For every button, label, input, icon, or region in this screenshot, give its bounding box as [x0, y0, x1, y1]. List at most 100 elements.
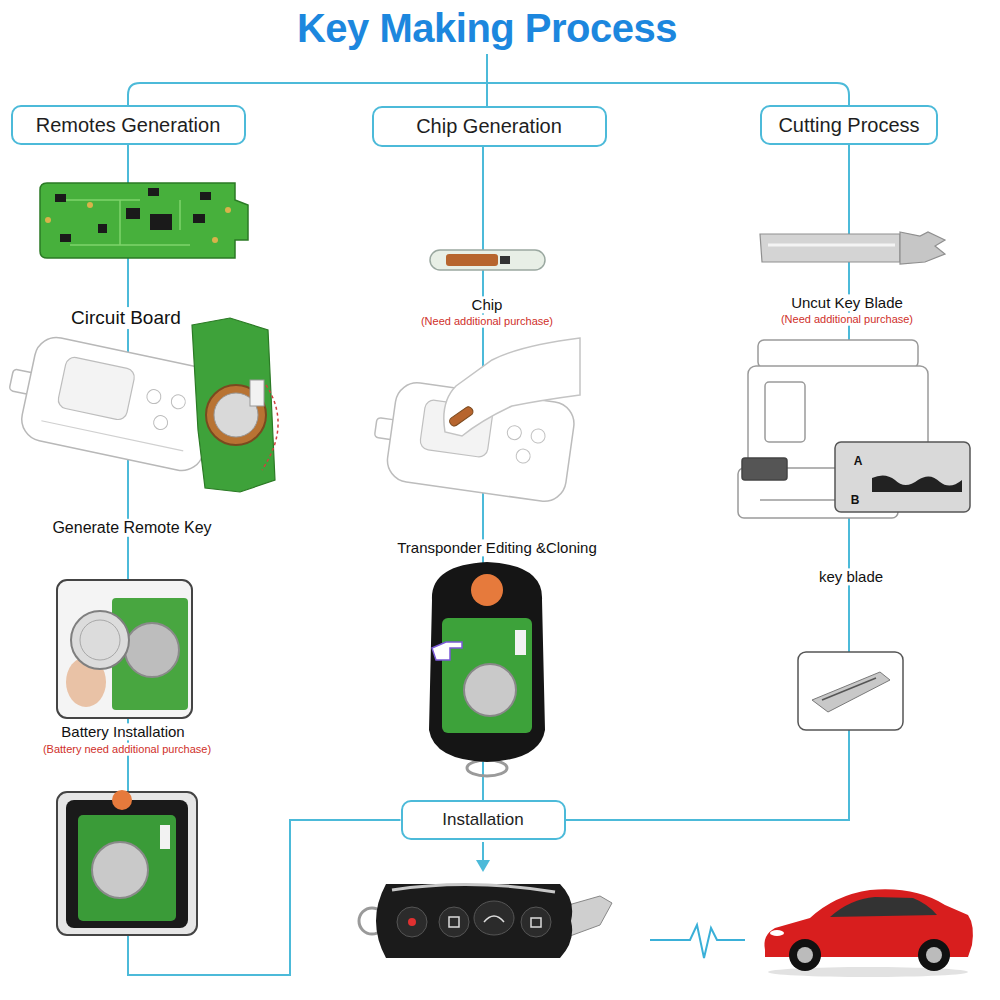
transponder-chip: [446, 254, 498, 266]
note-text: (Need additional purchase): [418, 315, 556, 328]
key-cutting-machine: [765, 382, 805, 442]
remote-pcb: [250, 380, 264, 406]
node-label: Cutting Process: [778, 114, 919, 137]
key-board-photo: [160, 825, 170, 849]
key-board-photo: [57, 790, 197, 935]
circuit-board: [193, 214, 205, 223]
cut-key-blade: [812, 672, 890, 712]
circuit-board: [212, 237, 218, 243]
pointer-hand-icon: [432, 642, 462, 660]
key-board-photo: [92, 842, 148, 898]
hand: [444, 338, 580, 436]
cut-key-blade: [798, 652, 903, 730]
remote-key-open: [467, 760, 507, 776]
key-programmer-device: [515, 448, 531, 464]
circuit-board: [40, 183, 248, 258]
profile-marker: B: [848, 494, 863, 508]
finished-flip-key: [474, 901, 514, 935]
uncut-key-blade: [900, 232, 945, 264]
category-box: Cutting Process: [760, 105, 938, 145]
key-programmer-device: [506, 425, 522, 441]
pointer-hand-icon: [432, 642, 462, 660]
key-programmer-device: [152, 414, 169, 431]
red-car: [830, 897, 937, 917]
key-programmer-device: [170, 394, 187, 411]
key-programmer-device: [146, 388, 163, 405]
tree-line: [128, 54, 849, 106]
cut-key-blade: [822, 678, 876, 700]
uncut-key-blade: [760, 232, 945, 264]
key-board-photo: [57, 792, 197, 935]
circuit-board: [60, 200, 190, 245]
part-label: Uncut Key Blade: [788, 294, 906, 311]
key-profile-screen: [835, 442, 970, 512]
node-label: Installation: [442, 810, 523, 830]
circuit-board: [126, 208, 140, 219]
note-text: (Battery need additional purchase): [40, 743, 214, 756]
remote-key-open: [464, 664, 516, 716]
category-box: Chip Generation: [372, 106, 607, 147]
profile-marker: A: [851, 455, 866, 469]
key-cutting-machine: [758, 340, 918, 368]
installation-arrow: [482, 842, 484, 862]
transponder-chip: [500, 256, 510, 264]
finished-flip-key: [392, 884, 555, 892]
finished-flip-key: [521, 907, 551, 937]
remote-key-open: [429, 562, 545, 762]
finished-flip-key: [449, 917, 459, 927]
finished-flip-key: [397, 907, 427, 937]
finished-flip-key: [376, 884, 572, 958]
circuit-board: [45, 217, 51, 223]
note-text: (Need additional purchase): [778, 313, 916, 326]
circuit-board: [55, 194, 66, 202]
node-label: Chip Generation: [416, 115, 562, 138]
red-car: [918, 939, 950, 971]
key-programmer-device: [530, 428, 546, 444]
remote-key-open: [515, 630, 526, 655]
part-label: Circuit Board: [68, 307, 184, 329]
battery-photo: [71, 611, 129, 669]
key-programmer-device: [57, 356, 136, 421]
key-programmer-device: [41, 421, 183, 451]
circuit-board: [87, 202, 93, 208]
red-car: [764, 889, 972, 977]
circuit-board: [225, 207, 231, 213]
remote-key-open: [429, 562, 545, 776]
circuit-board: [200, 192, 211, 200]
red-car: [797, 947, 813, 963]
red-car: [926, 947, 942, 963]
finished-flip-key: [531, 918, 541, 927]
transponder-chip: [430, 250, 545, 270]
part-label: Chip: [469, 296, 506, 313]
part-label: key blade: [816, 568, 886, 585]
uncut-key-blade: [768, 244, 895, 247]
finished-flip-key: [484, 916, 504, 922]
battery-photo: [80, 620, 120, 660]
step-label: Transponder Editing &Cloning: [394, 539, 600, 556]
finished-flip-key: [359, 884, 612, 958]
circuit-board: [148, 188, 159, 196]
key-board-photo: [112, 790, 132, 810]
battery-photo: [57, 580, 192, 718]
step-label: Generate Remote Key: [49, 519, 214, 537]
battery-photo: [57, 580, 192, 718]
red-car: [770, 930, 784, 936]
circuit-board: [150, 214, 172, 230]
key-profile-screen: [835, 442, 970, 512]
hand: [444, 338, 580, 436]
finished-flip-key: [408, 918, 416, 926]
transponder-chip: [430, 250, 545, 270]
key-cutting-machine: [742, 458, 787, 480]
key-programmer-device: [0, 330, 220, 475]
key-board-photo: [78, 815, 176, 921]
step-label: Battery Installation: [58, 723, 187, 740]
installation-arrow: [476, 842, 490, 872]
key-programmer-device: [18, 333, 221, 474]
key-board-photo: [66, 800, 188, 928]
finished-flip-key: [439, 907, 469, 937]
installation-arrow: [476, 860, 490, 872]
remote-key-open: [471, 574, 503, 606]
category-box: Remotes Generation: [11, 105, 246, 145]
